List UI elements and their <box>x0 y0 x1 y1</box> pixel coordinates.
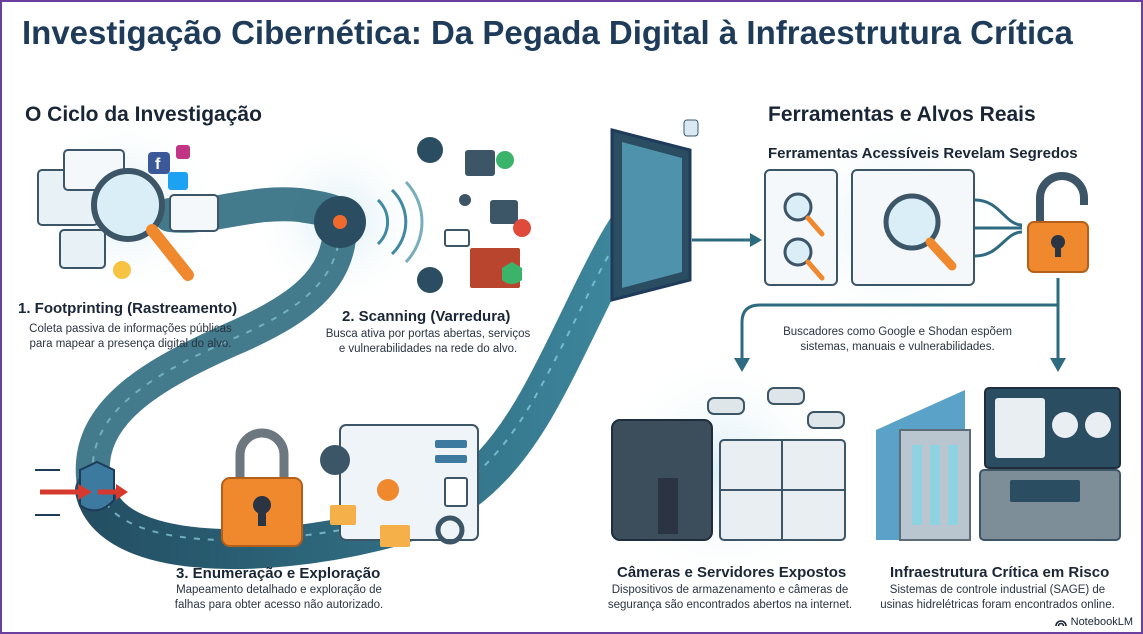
step-enumeration-title: 3. Enumeração e Exploração <box>176 565 381 582</box>
connector-arrows <box>734 278 1066 372</box>
page-title: Investigação Cibernética: Da Pegada Digi… <box>22 14 1073 51</box>
cameras-servers-illustration <box>611 387 846 541</box>
enumeration-lock-icon <box>221 428 303 547</box>
step-scanning-desc: Busca ativa por portas abertas, serviços… <box>325 328 531 355</box>
notebooklm-logo-icon <box>1054 620 1067 627</box>
step-scanning-title: 2. Scanning (Varredura) <box>342 308 511 325</box>
tools-illustration <box>764 169 1023 286</box>
svg-text:f: f <box>155 156 161 173</box>
target-cameras-desc: Dispositivos de armazenamento e câmeras … <box>607 584 853 611</box>
scanner-target-icon <box>314 180 424 264</box>
brand-footer: NotebookLM <box>1054 616 1133 628</box>
open-padlock-icon <box>1027 172 1089 273</box>
scan-results-icons <box>417 137 531 293</box>
portal-door-illustration <box>610 119 762 302</box>
step-enumeration-desc: Mapeamento detalhado e exploração de fal… <box>174 584 384 611</box>
dam-control-illustration <box>876 387 1121 541</box>
target-infrastructure-title: Infraestrutura Crítica em Risco <box>890 564 1110 581</box>
step-footprinting-title: 1. Footprinting (Rastreamento) <box>18 300 238 317</box>
tools-subheading: Ferramentas Acessíveis Revelam Segredos <box>768 145 1078 162</box>
target-infrastructure-desc: Sistemas de controle industrial (SAGE) d… <box>880 584 1115 611</box>
footprinting-illustration: f <box>37 145 219 281</box>
search-engines-note: Buscadores como Google e Shodan espõem s… <box>783 326 1012 353</box>
tools-heading: Ferramentas e Alvos Reais <box>768 103 1036 126</box>
brand-label: NotebookLM <box>1070 616 1133 628</box>
step-footprinting-desc: Coleta passiva de informações públicas p… <box>29 323 232 350</box>
entry-shield-icon <box>35 460 128 516</box>
enumeration-network-illustration <box>320 424 479 547</box>
cycle-heading: O Ciclo da Investigação <box>25 103 262 126</box>
target-cameras-title: Câmeras e Servidores Expostos <box>617 564 847 581</box>
